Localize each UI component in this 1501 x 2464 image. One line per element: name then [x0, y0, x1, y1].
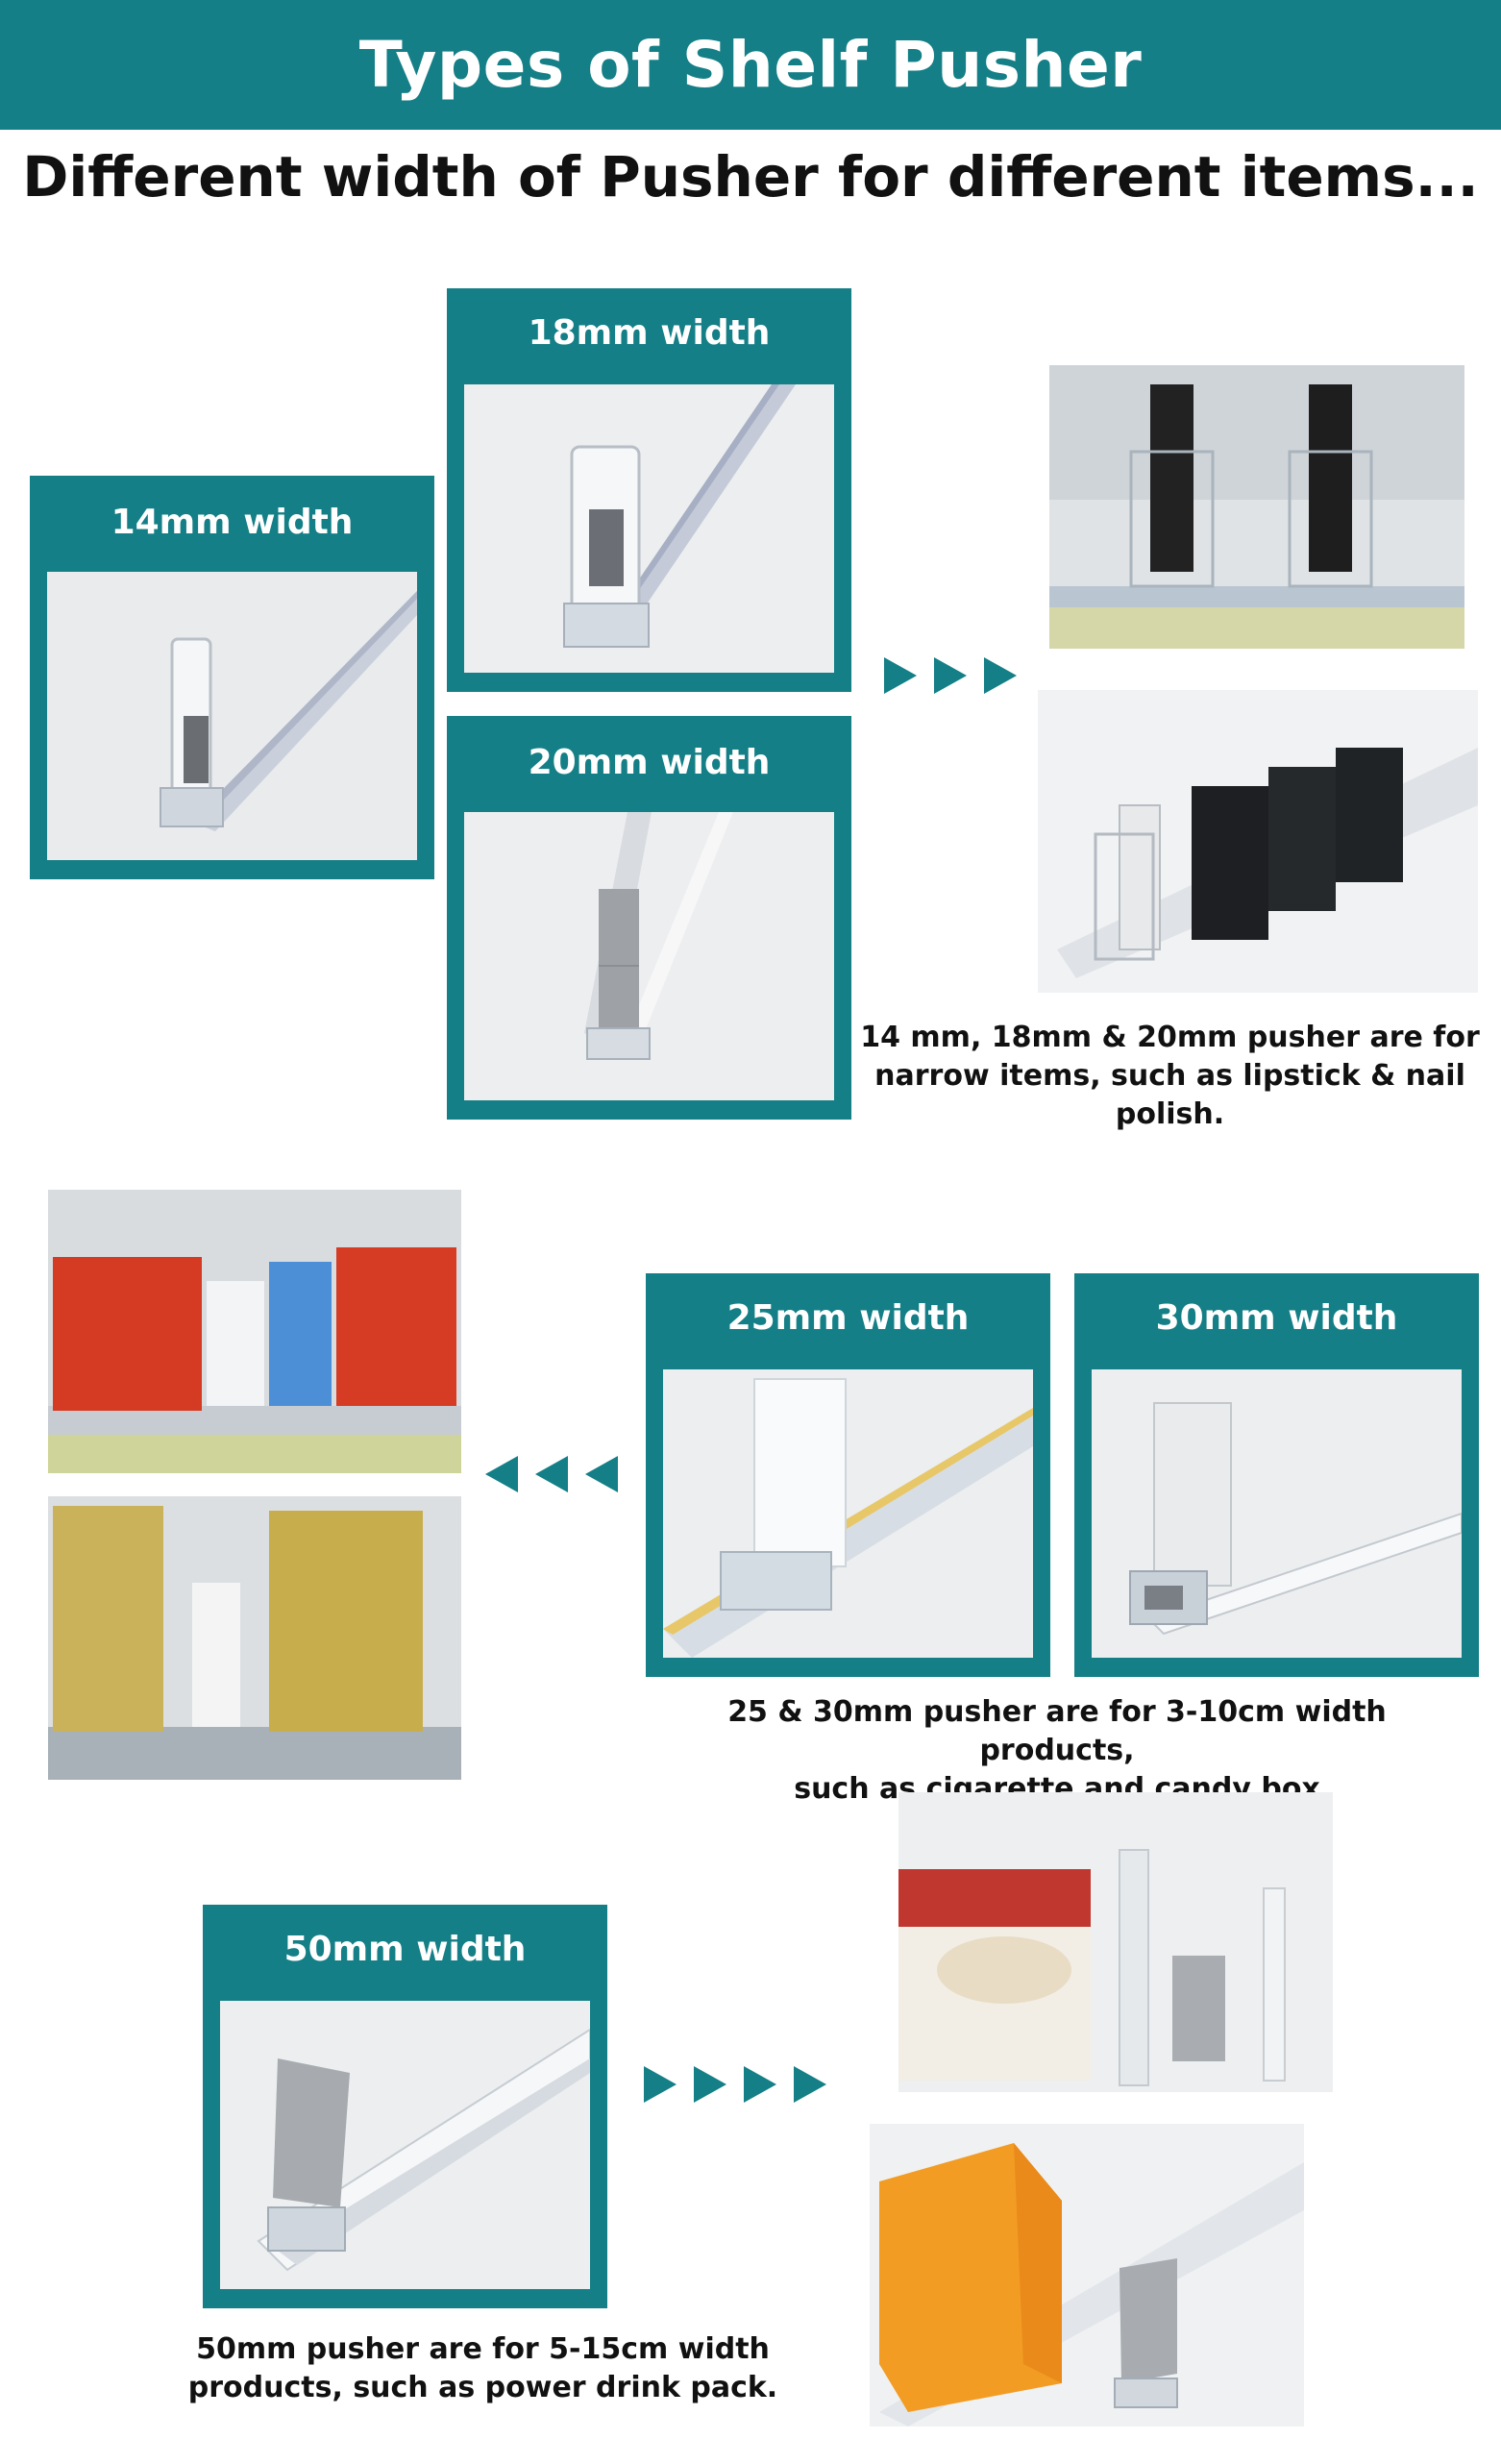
- pusher-20mm-photo: [464, 812, 834, 1100]
- pusher-14mm-photo: [47, 572, 417, 860]
- arrow-right-icon: [884, 657, 917, 694]
- arrow-left-icon: [585, 1456, 618, 1492]
- arrow-right-icon: [934, 657, 967, 694]
- caption-narrow-line2: narrow items, such as lipstick & nail po…: [874, 1059, 1465, 1131]
- arrow-right-icon: [794, 2066, 826, 2103]
- arrow-group-right-1: [884, 657, 1034, 694]
- pusher-30mm-photo: [1092, 1369, 1462, 1658]
- pusher-50mm-photo: [220, 2001, 590, 2289]
- card-25mm-label: 25mm width: [726, 1298, 970, 1338]
- caption-wide-line2: products, such as power drink pack.: [187, 2371, 778, 2404]
- caption-wide-line1: 50mm pusher are for 5-15cm width: [196, 2332, 770, 2366]
- caption-wide: 50mm pusher are for 5-15cm width product…: [187, 2330, 778, 2407]
- card-14mm: 14mm width: [30, 476, 434, 879]
- caption-medium-line1: 25 & 30mm pusher are for 3-10cm width pr…: [727, 1695, 1387, 1767]
- card-30mm: 30mm width: [1074, 1273, 1479, 1677]
- pusher-25mm-photo: [663, 1369, 1033, 1658]
- arrow-right-icon: [694, 2066, 726, 2103]
- nail-polish-shelf-photo: [1038, 690, 1478, 993]
- candy-box-shelf-photo: [48, 1190, 461, 1473]
- card-30mm-label: 30mm width: [1155, 1298, 1398, 1338]
- arrow-right-icon: [644, 2066, 677, 2103]
- page-title-banner: Types of Shelf Pusher: [0, 0, 1501, 130]
- power-drink-shelf-photo: [870, 2124, 1304, 2427]
- arrow-right-icon: [744, 2066, 776, 2103]
- card-14mm-label: 14mm width: [111, 503, 354, 542]
- cigarette-box-shelf-photo: [48, 1496, 461, 1780]
- page-subtitle: Different width of Pusher for different …: [22, 144, 1479, 209]
- page-title: Types of Shelf Pusher: [358, 28, 1143, 102]
- card-20mm: 20mm width: [447, 716, 851, 1120]
- card-50mm-label: 50mm width: [283, 1930, 527, 1969]
- lipstick-shelf-photo: [1049, 365, 1464, 649]
- oats-drink-shelf-photo: [898, 1792, 1333, 2092]
- card-25mm: 25mm width: [646, 1273, 1050, 1677]
- card-20mm-label: 20mm width: [528, 743, 771, 782]
- arrow-right-icon: [984, 657, 1017, 694]
- arrow-left-icon: [485, 1456, 518, 1492]
- caption-narrow-line1: 14 mm, 18mm & 20mm pusher are for: [860, 1021, 1480, 1054]
- pusher-18mm-photo: [464, 384, 834, 673]
- caption-medium: 25 & 30mm pusher are for 3-10cm width pr…: [663, 1693, 1451, 1809]
- caption-narrow: 14 mm, 18mm & 20mm pusher are for narrow…: [846, 1019, 1494, 1134]
- arrow-group-left: [485, 1456, 635, 1492]
- arrow-group-right-2: [644, 2066, 844, 2103]
- card-18mm: 18mm width: [447, 288, 851, 692]
- card-50mm: 50mm width: [203, 1905, 607, 2308]
- arrow-left-icon: [535, 1456, 568, 1492]
- card-18mm-label: 18mm width: [528, 313, 771, 353]
